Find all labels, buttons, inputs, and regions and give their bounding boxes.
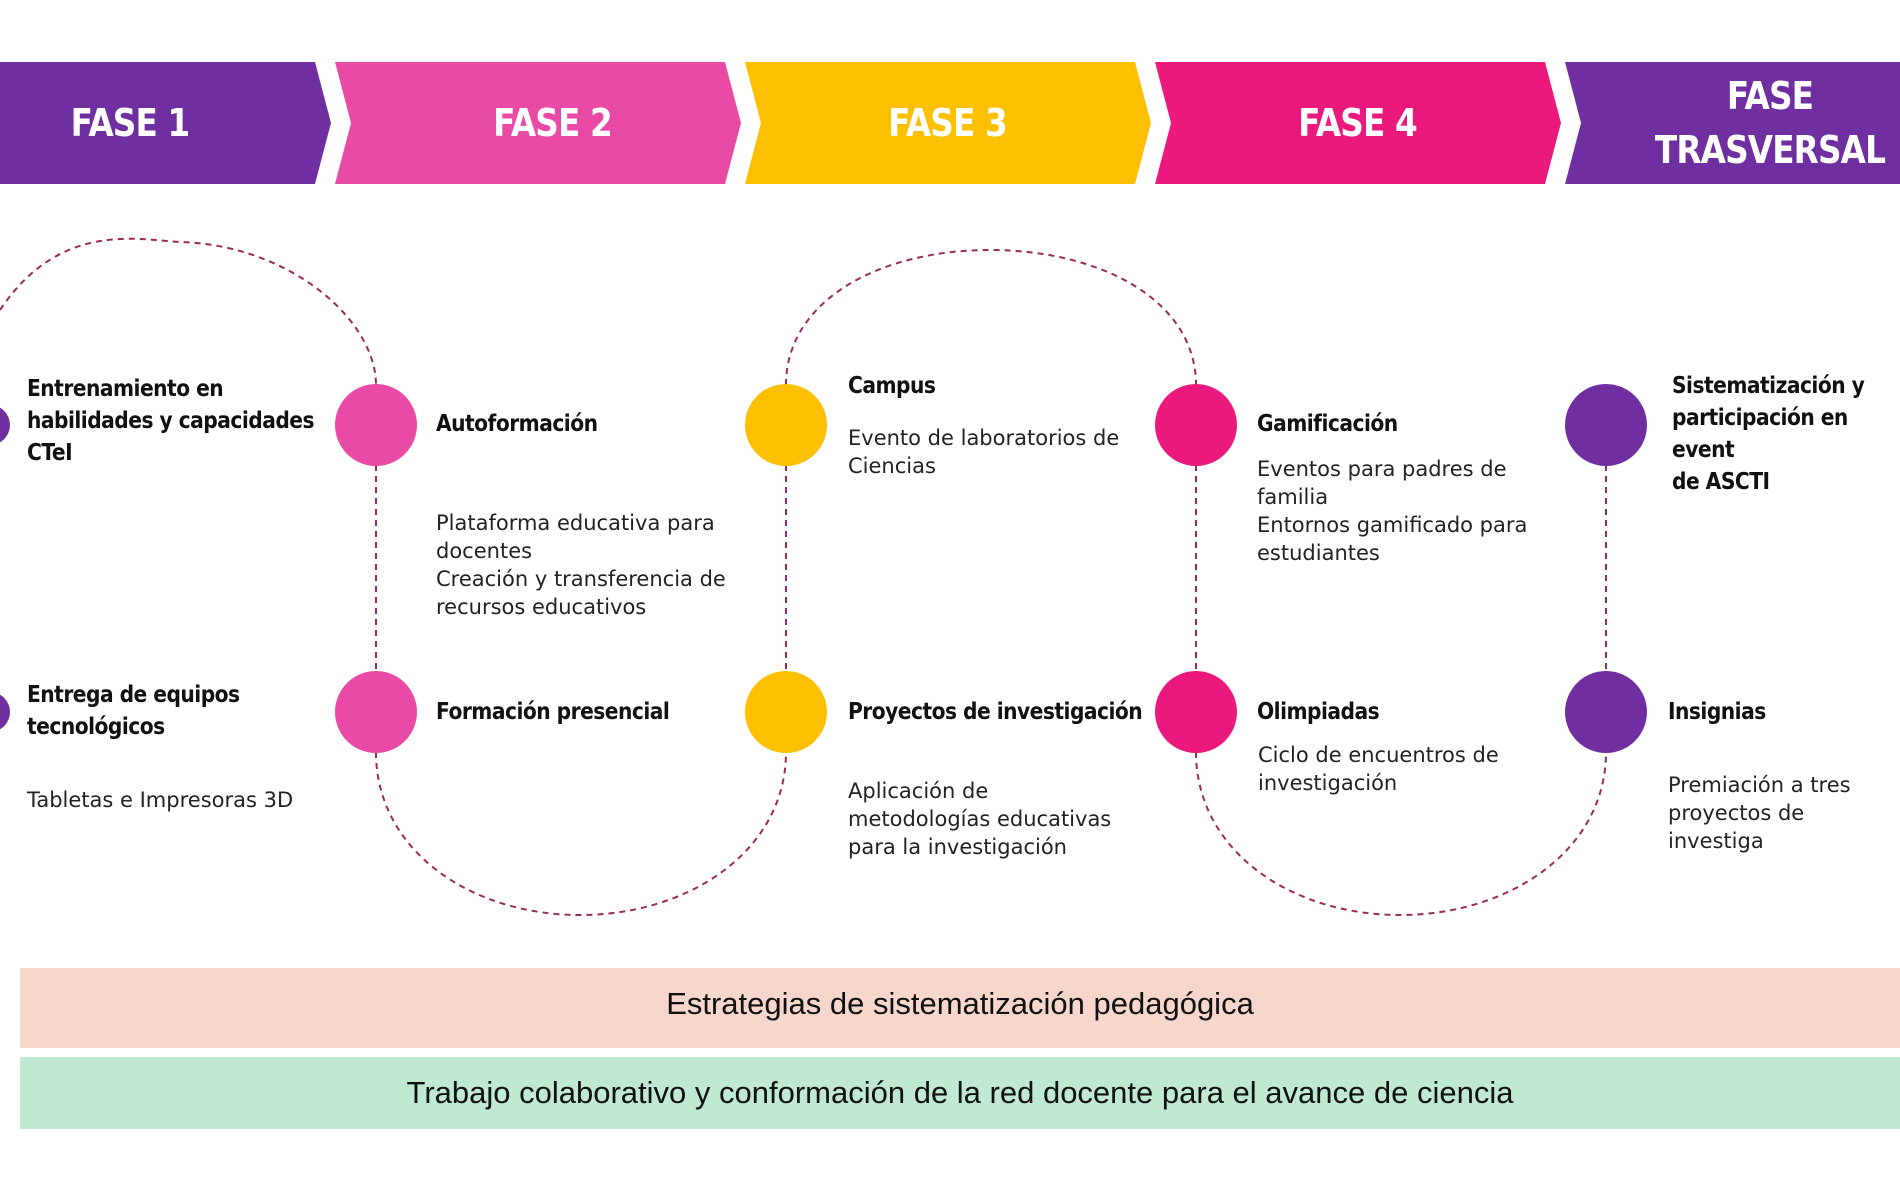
connector-arc-left-top [0, 237, 377, 386]
item-desc-gamificacion: Eventos para padres de familia Entornos … [1257, 457, 1528, 565]
item-title-campus: Campus [848, 373, 936, 399]
band-trabajo-colaborativo-text: Trabajo colaborativo y conformación de l… [406, 1075, 1514, 1110]
node-circle-2a [335, 384, 417, 466]
item-title-olimpiadas: Olimpiadas [1257, 699, 1380, 725]
connector-arc-top-3-4 [785, 248, 1197, 386]
item-title-entrega-equipos: Entrega de equipos tecnológicos [27, 682, 240, 740]
node-circle-3b [745, 671, 827, 753]
phase-label-3: FASE 3 [888, 101, 1008, 145]
phase-arrow-1 [0, 62, 331, 184]
band-sistematizacion-text: Estrategias de sistematización pedagógic… [666, 986, 1254, 1021]
item-title-sistematizacion: Sistematización y participación en event… [1672, 373, 1865, 495]
item-desc-campus: Evento de laboratorios de Ciencias [848, 426, 1120, 478]
item-desc-autoformacion: Plataforma educativa para docentes Creac… [436, 511, 726, 619]
item-title-formacion-presencial: Formación presencial [436, 699, 670, 725]
band-sistematizacion: Estrategias de sistematización pedagógic… [20, 968, 1900, 1048]
item-desc-olimpiadas: Ciclo de encuentros de investigación [1258, 743, 1499, 795]
phase-label-2: FASE 2 [493, 101, 613, 145]
phase-arrow-3 [745, 62, 1151, 184]
node-circle-1a [0, 407, 10, 443]
item-desc-proyectos: Aplicación de metodologías educativas pa… [848, 779, 1112, 859]
item-title-entrenamiento: Entrenamiento en habilidades y capacidad… [27, 376, 315, 466]
node-circle-5a [1565, 384, 1647, 466]
node-circle-2b [335, 671, 417, 753]
node-circle-4b [1155, 671, 1237, 753]
band-trabajo-colaborativo: Trabajo colaborativo y conformación de l… [20, 1057, 1900, 1129]
node-circle-1b [0, 694, 10, 730]
item-title-proyectos: Proyectos de investigación [848, 699, 1143, 725]
item-title-autoformacion: Autoformación [436, 411, 598, 437]
phase-label-1: FASE 1 [70, 101, 191, 145]
item-desc-entrega-equipos: Tabletas e Impresoras 3D [27, 788, 294, 812]
node-circle-5b [1565, 671, 1647, 753]
phase-arrow-2 [335, 62, 741, 184]
item-title-insignias: Insignias [1668, 699, 1766, 725]
node-circle-4a [1155, 384, 1237, 466]
item-title-gamificacion: Gamificación [1257, 411, 1398, 437]
phase-arrow-4 [1155, 62, 1561, 184]
connector-arc-bottom-4-5 [1195, 751, 1607, 917]
phase-arrow-transversal [1565, 62, 1900, 184]
item-desc-insignias: Premiación a tres proyectos de investiga [1668, 773, 1851, 853]
phase-label-4: FASE 4 [1298, 101, 1418, 145]
phase-label-transversal: FASE TRASVERSAL [1654, 74, 1886, 172]
connector-arc-bottom-2-3 [375, 751, 787, 917]
node-circle-3a [745, 384, 827, 466]
